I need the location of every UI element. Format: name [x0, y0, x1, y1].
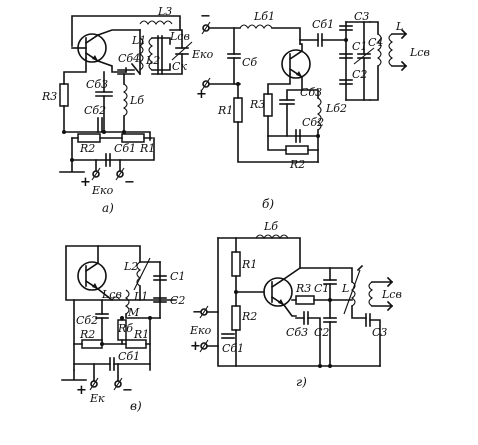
label-b-R1: R1 [217, 104, 233, 117]
label-b-Cb1: Cб1 [312, 18, 334, 31]
label-b-R3: R3 [249, 98, 265, 111]
label-g-Cb1: Cб1 [222, 342, 244, 355]
label-g-C1: C1 [314, 282, 329, 295]
label-g-Cb3: Cб3 [286, 326, 308, 339]
variable-capacitor-icon [151, 29, 193, 75]
label-v-L2: L2 [123, 260, 138, 273]
label-a-Cb4: Cб4 [118, 52, 140, 65]
label-g-C3: C3 [372, 326, 387, 339]
label-a-R3: R3 [41, 90, 57, 103]
label-g-R3: R3 [295, 282, 311, 295]
transistor-icon [263, 277, 293, 307]
panel-v [61, 245, 177, 391]
label-a-plus: + [80, 175, 91, 190]
label-g-R2: R2 [241, 310, 257, 323]
label-b-C4: C4 [368, 36, 383, 49]
caption-v: в) [130, 399, 142, 413]
label-b-Cb3: Cб3 [300, 86, 322, 99]
label-b-L: L [395, 20, 403, 33]
label-v-Rb: Rб [117, 322, 133, 335]
label-v-R2: R2 [79, 328, 95, 341]
transistor-icon [71, 33, 107, 63]
label-v-plus: + [76, 383, 87, 398]
label-v-L1: L1 [133, 290, 148, 303]
label-b-C2: C2 [352, 68, 367, 81]
label-a-Lb: Lб [129, 94, 144, 107]
label-v-M: M [127, 306, 140, 319]
label-a-Cb2: Cб2 [84, 104, 106, 117]
label-v-Ek: Eк [89, 392, 105, 405]
label-g-C2: C2 [314, 326, 329, 339]
label-g-Lb: Lб [263, 220, 278, 233]
inductor-l3-icon [139, 20, 173, 25]
label-g-R1: R1 [241, 258, 257, 271]
label-v-Cb2: Cб2 [76, 314, 98, 327]
label-a-R1: R1 [139, 142, 155, 155]
label-b-Cb2: Cб2 [302, 116, 324, 129]
label-v-minus: − [122, 383, 133, 398]
label-g-L: L [341, 282, 349, 295]
label-v-C2: C2 [170, 294, 185, 307]
label-b-C3: C3 [354, 10, 369, 23]
label-b-R2: R2 [289, 158, 305, 171]
label-b-Lb2: Lб2 [325, 102, 347, 115]
panel-g [199, 234, 394, 368]
label-g-Lsv: Lсв [381, 288, 402, 301]
label-a-L3: L3 [157, 5, 172, 18]
label-v-C1: C1 [170, 270, 185, 283]
label-a-Lsv: Lсв [169, 30, 190, 43]
transistor-icon [281, 49, 311, 79]
label-b-Lsv: Lсв [409, 46, 430, 59]
label-a-Ck: Cк [172, 60, 187, 73]
label-g-Eko: Eко [189, 324, 212, 337]
transistor-icon [77, 261, 107, 291]
label-v-R1: R1 [133, 328, 149, 341]
label-g-minus: − [192, 305, 203, 320]
label-a-Cb3: Cб3 [86, 78, 108, 91]
caption-a: а) [102, 201, 114, 215]
caption-b: б) [262, 197, 274, 211]
label-b-Cb: Cб [242, 56, 257, 69]
label-a-minus: − [124, 175, 135, 190]
label-a-Eko: Eко [91, 184, 114, 197]
label-b-Lb1: Lб1 [253, 10, 275, 23]
panel-a [59, 15, 193, 181]
label-a-L2: L2 [145, 54, 160, 67]
label-b-minus: − [200, 9, 211, 24]
label-v-Cb1: Cб1 [118, 350, 140, 363]
label-b-plus: + [196, 87, 207, 102]
label-b-Eko: Eко [191, 48, 214, 61]
label-b-C1: C1 [352, 40, 367, 53]
label-a-R2: R2 [79, 142, 95, 155]
label-v-Lsv: Lсв [101, 288, 122, 301]
panel-b [201, 21, 408, 163]
label-a-Cb1: Cб1 [114, 142, 136, 155]
label-g-plus: + [190, 339, 201, 354]
caption-g: г) [296, 375, 307, 389]
label-a-L1: L1 [131, 34, 146, 47]
